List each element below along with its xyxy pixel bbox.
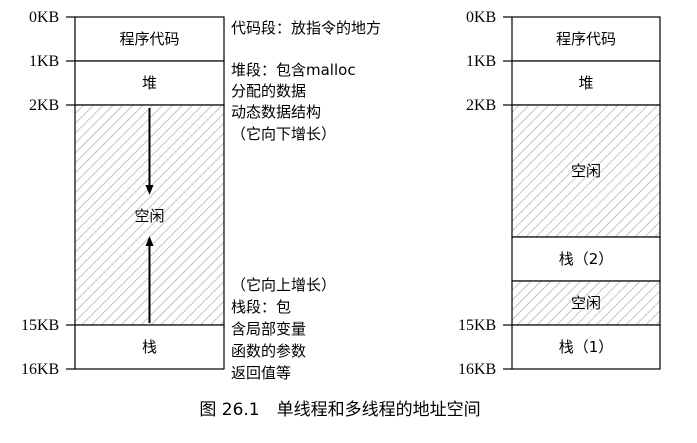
multi-stack1-label: 栈（1） [559,338,614,356]
single-label-16kb: 16KB [21,361,59,378]
stack-annotation-2: 栈段：包 [231,298,291,316]
code-annotation: 代码段：放指令的地方 [231,19,381,37]
multi-heap-segment [511,60,661,106]
stack-annotation-5: 返回值等 [231,364,291,382]
multi-heap-label: 堆 [578,74,593,92]
single-code-segment [74,16,225,62]
single-stack-segment [74,324,225,370]
multi-label-2kb: 2KB [466,97,496,114]
multi-stack1-segment [511,324,661,370]
single-heap-segment [74,60,225,106]
stack-annotation-3: 含局部变量 [231,320,306,338]
multi-label-1kb: 1KB [466,53,496,70]
multi-free1-label: 空闲 [571,162,601,180]
single-label-0kb: 0KB [29,9,59,26]
multi-free2-label: 空闲 [571,294,601,312]
multi-code-label: 程序代码 [556,30,616,48]
multi-stack2-segment [511,236,661,282]
single-label-2kb: 2KB [29,97,59,114]
single-label-1kb: 1KB [29,53,59,70]
stack-annotation-1: （它向上增长） [231,276,336,294]
heap-annotation-3: 动态数据结构 [231,103,321,121]
stack-annotation-4: 函数的参数 [231,342,306,360]
single-heap-label: 堆 [142,74,157,92]
multi-stack2-label: 栈（2） [559,250,614,268]
multi-code-segment [511,16,661,62]
heap-annotation-2: 分配的数据 [231,82,306,100]
heap-annotation-4: （它向下增长） [231,125,336,143]
figure-caption: 图 26.1 单线程和多线程的地址空间 [199,400,480,420]
heap-annotation-1: 堆段：包含malloc [231,61,356,79]
single-label-15kb: 15KB [21,317,59,334]
multi-label-0kb: 0KB [466,9,496,26]
multi-free-region-1 [511,104,661,238]
single-free-label: 空闲 [134,207,164,225]
single-stack-label: 栈 [142,338,157,356]
multi-label-15kb: 15KB [458,317,496,334]
single-thread-address-space: 0KB 1KB 2KB 15KB 16KB 程序代码 堆 空闲 栈 代码段：放指… [21,9,381,382]
multi-label-16kb: 16KB [458,361,496,378]
single-code-label: 程序代码 [119,30,179,48]
multi-thread-address-space: 0KB 1KB 2KB 15KB 16KB 程序代码 堆 空闲 栈（2） 空闲 … [458,9,661,378]
